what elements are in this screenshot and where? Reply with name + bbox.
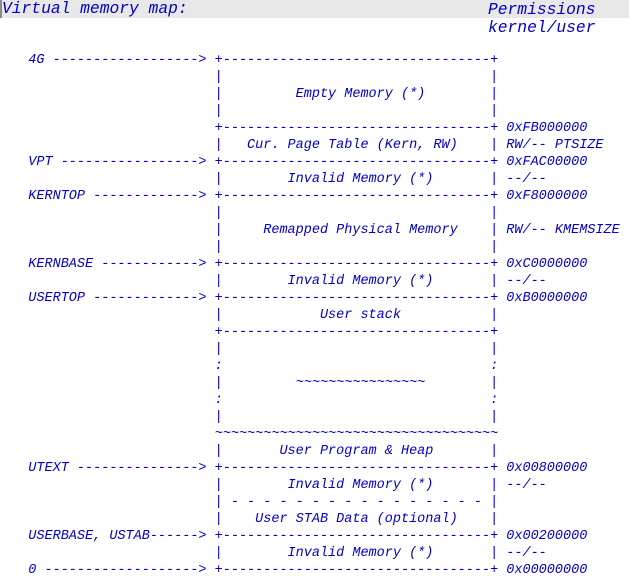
header-bar	[0, 0, 629, 18]
permissions-subheader: kernel/user	[488, 18, 596, 37]
memory-map-ascii-diagram: 4G ------------------> +----------------…	[28, 53, 620, 576]
page-title: Virtual memory map:	[2, 0, 188, 18]
permissions-column-header: Permissions	[488, 0, 596, 19]
